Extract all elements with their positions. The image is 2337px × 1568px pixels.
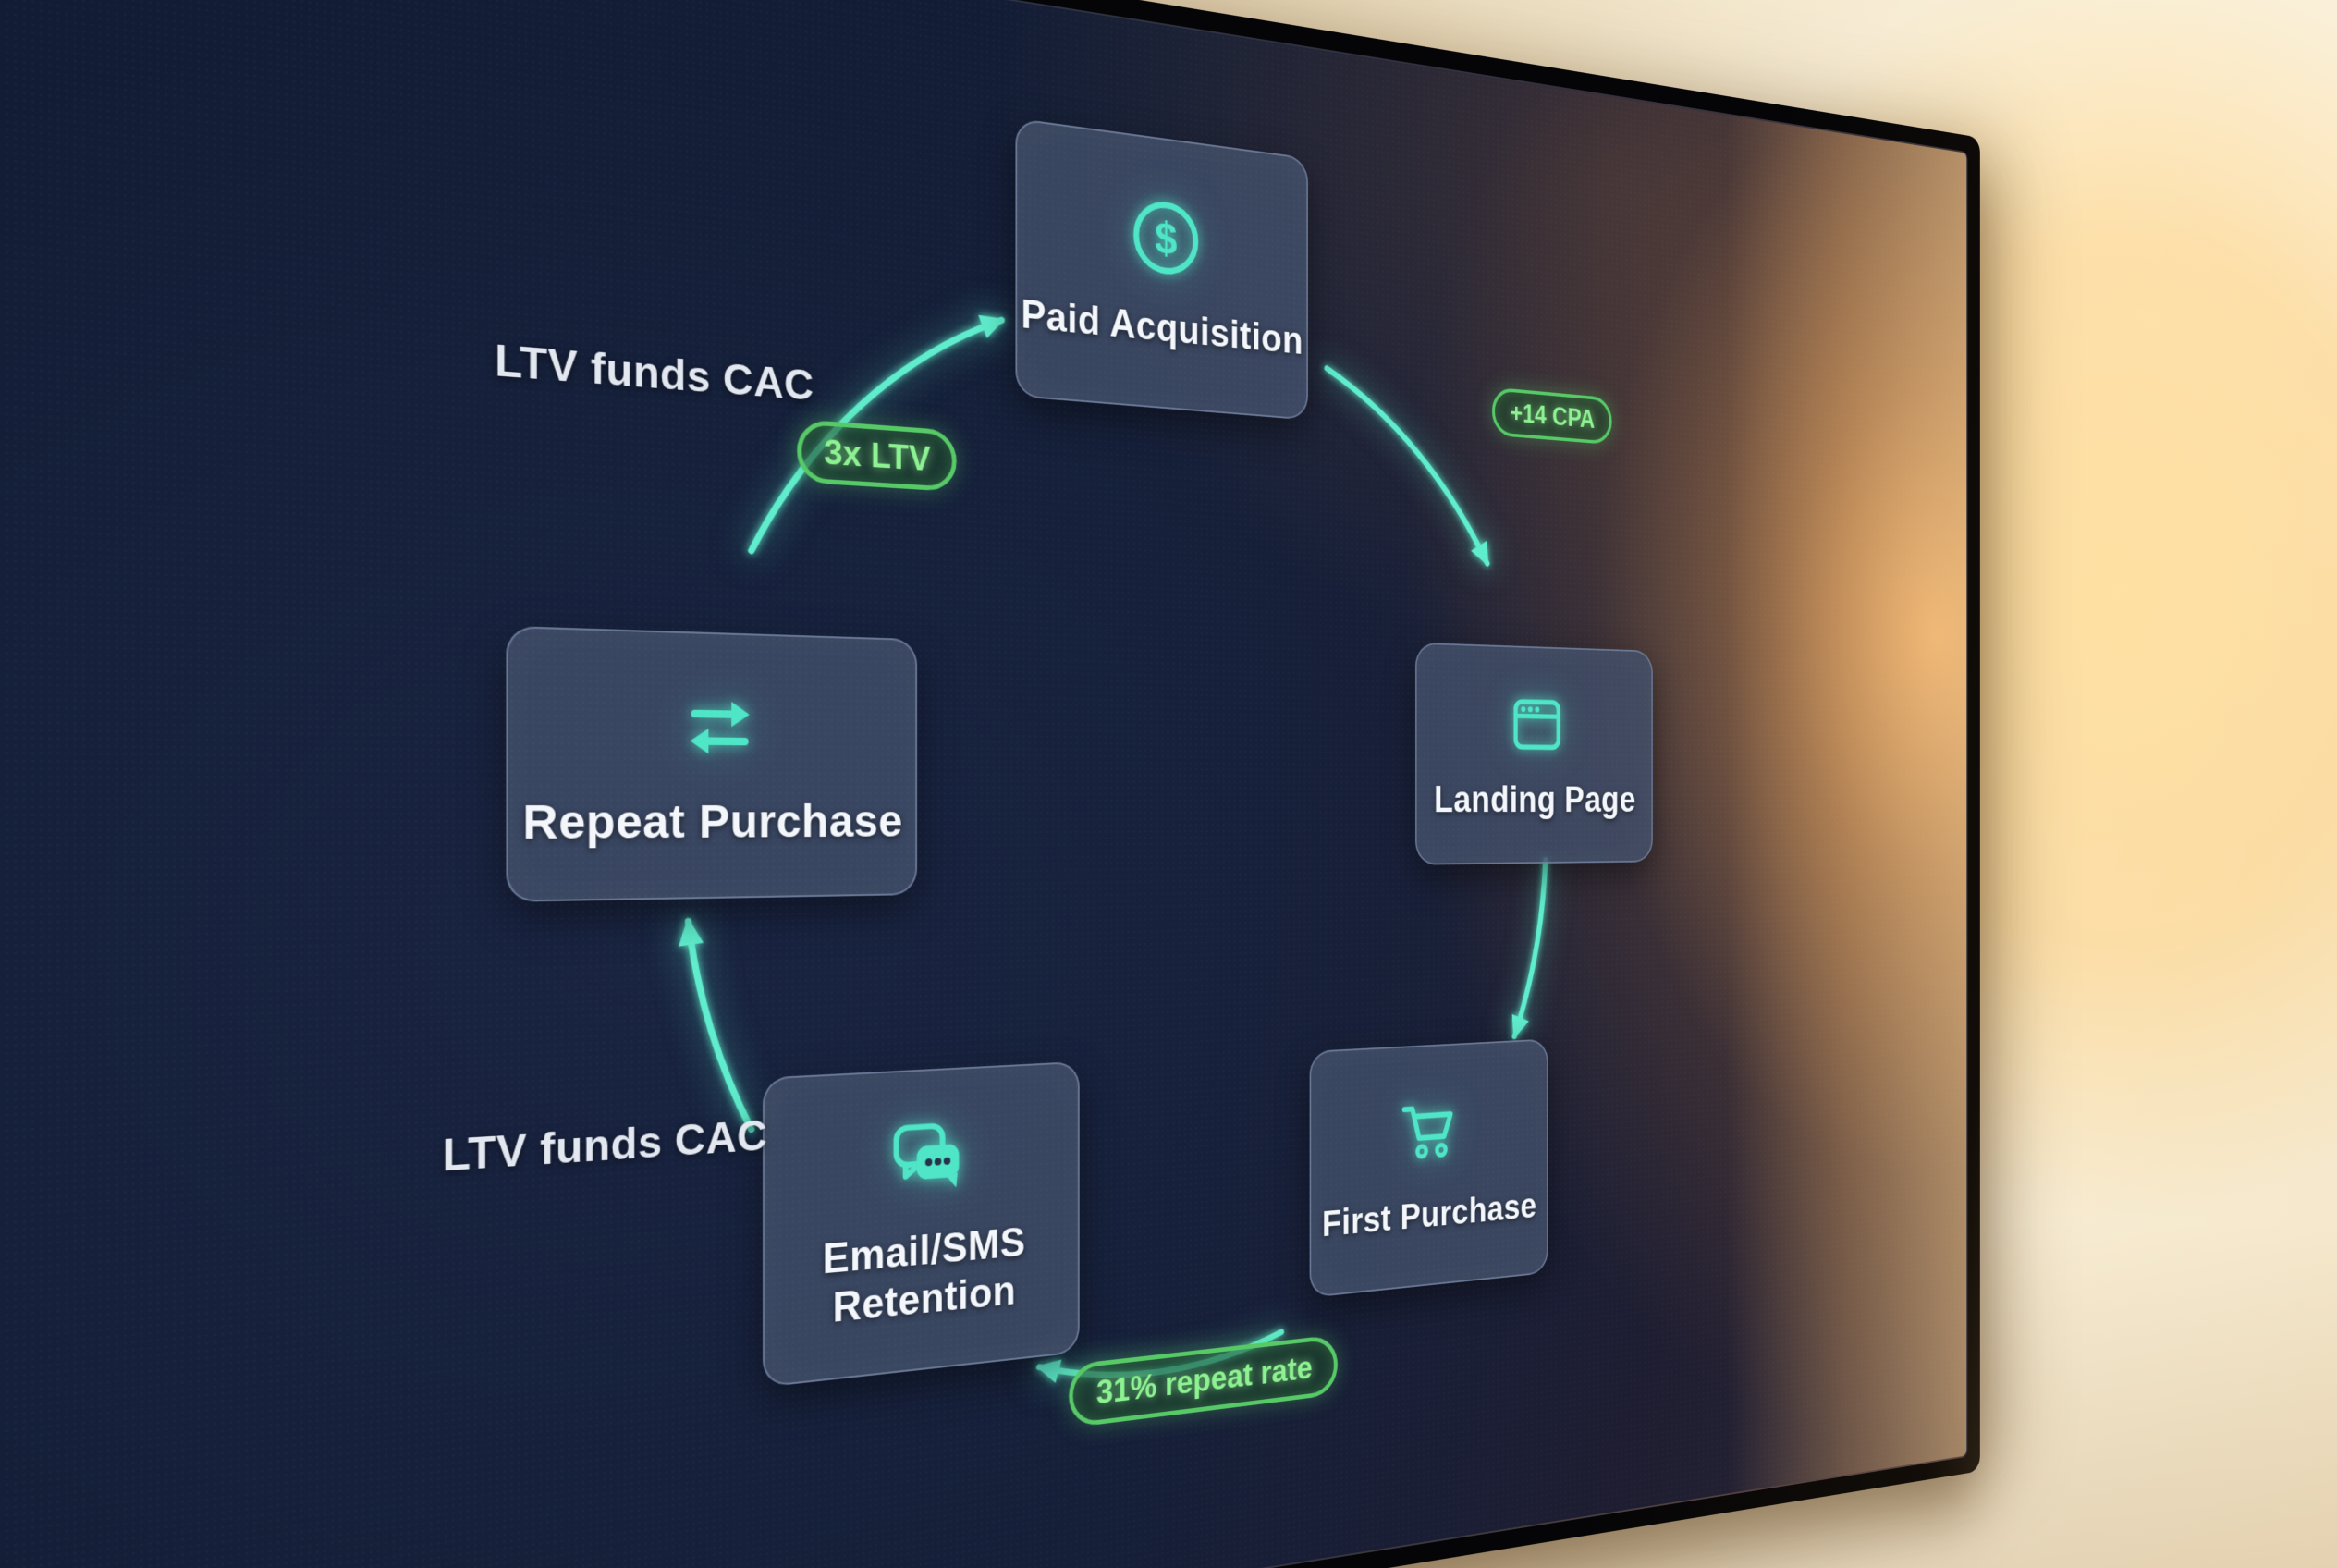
arrow-paid-to-landing (1327, 369, 1487, 564)
node-first-purchase: First Purchase (1309, 1038, 1548, 1298)
dollar-circle-icon: $ (1127, 190, 1204, 285)
browser-window-icon (1507, 688, 1567, 761)
node-label: Landing Page (1434, 778, 1636, 821)
transfer-arrows-icon (673, 680, 765, 774)
shopping-cart-icon (1397, 1093, 1466, 1179)
node-email-sms-retention: Email/SMS Retention (763, 1060, 1080, 1388)
cpa-metric-badge: +14 CPA (1491, 386, 1612, 446)
arrow-landing-to-first (1514, 860, 1545, 1036)
cycle-diagram: $ Paid Acquisition Landing Page (0, 0, 1968, 1568)
svg-text:$: $ (1155, 212, 1177, 264)
node-landing-page: Landing Page (1415, 642, 1653, 865)
node-label: First Purchase (1322, 1185, 1537, 1244)
node-label: Paid Acquisition (1021, 291, 1303, 363)
node-repeat-purchase: Repeat Purchase (506, 625, 918, 902)
arrow-email-to-repeat (688, 920, 751, 1133)
tv-screen: $ Paid Acquisition Landing Page (0, 0, 1968, 1568)
ltv-metric-badge: 3x LTV (797, 419, 957, 493)
node-label: Email/SMS Retention (822, 1219, 1026, 1332)
tv-frame: $ Paid Acquisition Landing Page (0, 0, 1980, 1568)
node-paid-acquisition: $ Paid Acquisition (1015, 117, 1308, 421)
chat-bubbles-icon (881, 1112, 960, 1189)
node-label: Repeat Purchase (522, 795, 903, 850)
